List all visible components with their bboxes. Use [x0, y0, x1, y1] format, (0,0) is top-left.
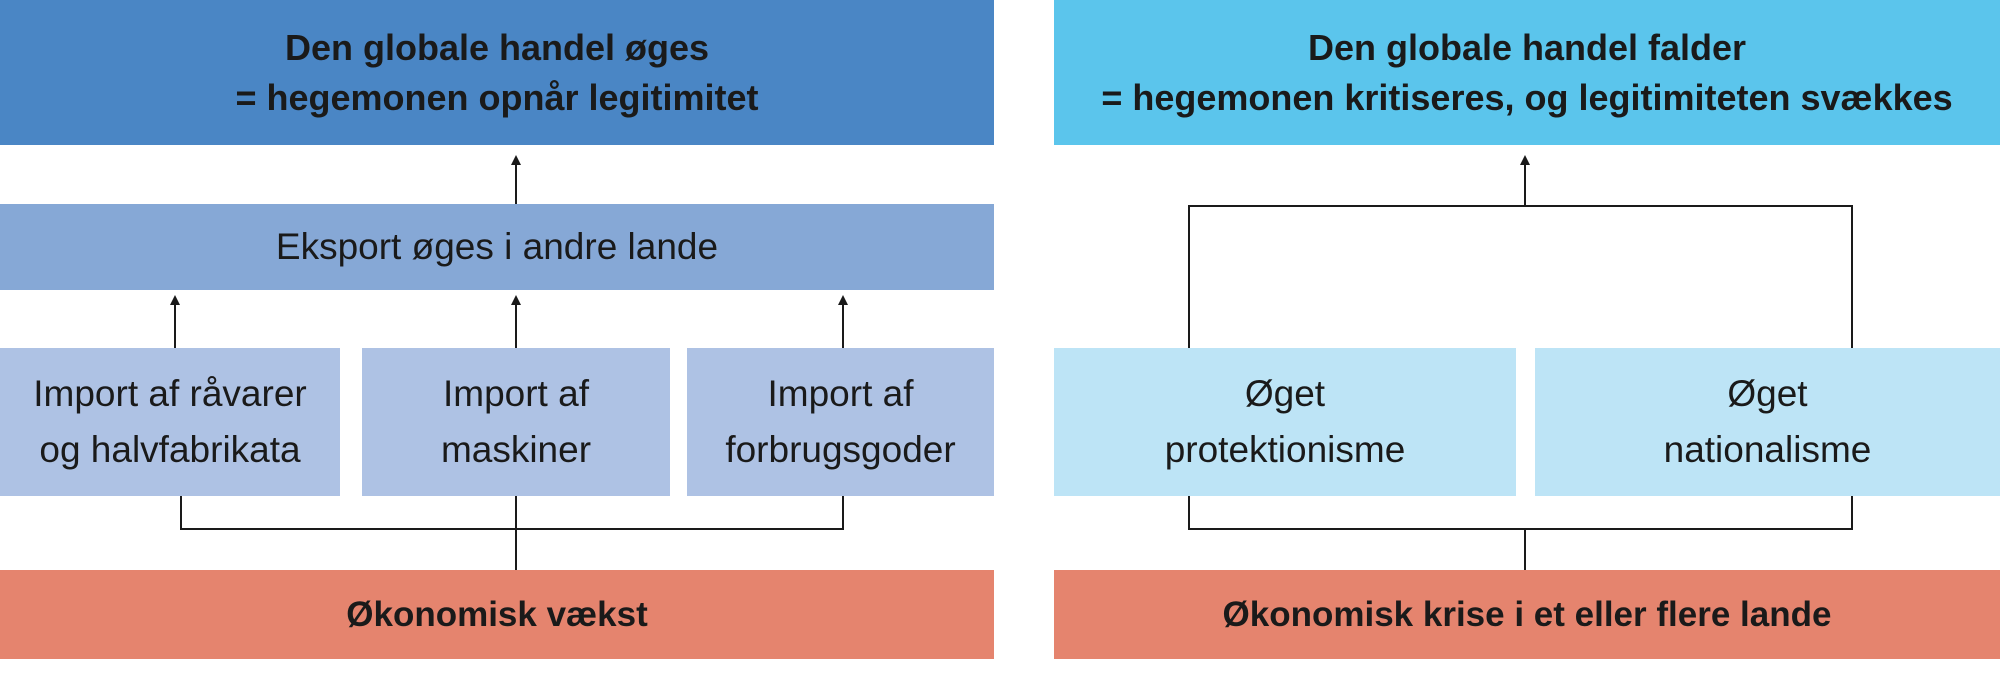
left-leaf-box-consumer-goods: Import af forbrugsgoder [687, 348, 994, 496]
left-middle-box: Eksport øges i andre lande [0, 204, 994, 290]
left-leaf-box-raw-materials: Import af råvarer og halvfabrikata [0, 348, 340, 496]
right-top-box: Den globale handel falder = hegemonen kr… [1054, 0, 2000, 145]
right-top-line1: Den globale handel falder [1307, 26, 1747, 68]
right-bottom-bracket [1188, 496, 1853, 530]
left-top-box: Den globale handel øges = hegemonen opnå… [0, 0, 994, 145]
right-leaf-box-protectionism: Øget protektionisme [1054, 348, 1516, 496]
left-bottom-bracket [180, 496, 844, 530]
left-bottom-box: Økonomisk vækst [0, 570, 994, 659]
left-top-line2: = hegemonen opnår legitimitet [235, 76, 759, 118]
right-top-bracket [1188, 205, 1853, 348]
right-top-line2: = hegemonen kritiseres, og legitimiteten… [1101, 76, 1953, 118]
left-top-line1: Den globale handel øges [284, 26, 710, 68]
right-bottom-box: Økonomisk krise i et eller flere lande [1054, 570, 2000, 659]
right-leaf-box-nationalism: Øget nationalisme [1535, 348, 2000, 496]
left-leaf-box-machines: Import af maskiner [362, 348, 670, 496]
